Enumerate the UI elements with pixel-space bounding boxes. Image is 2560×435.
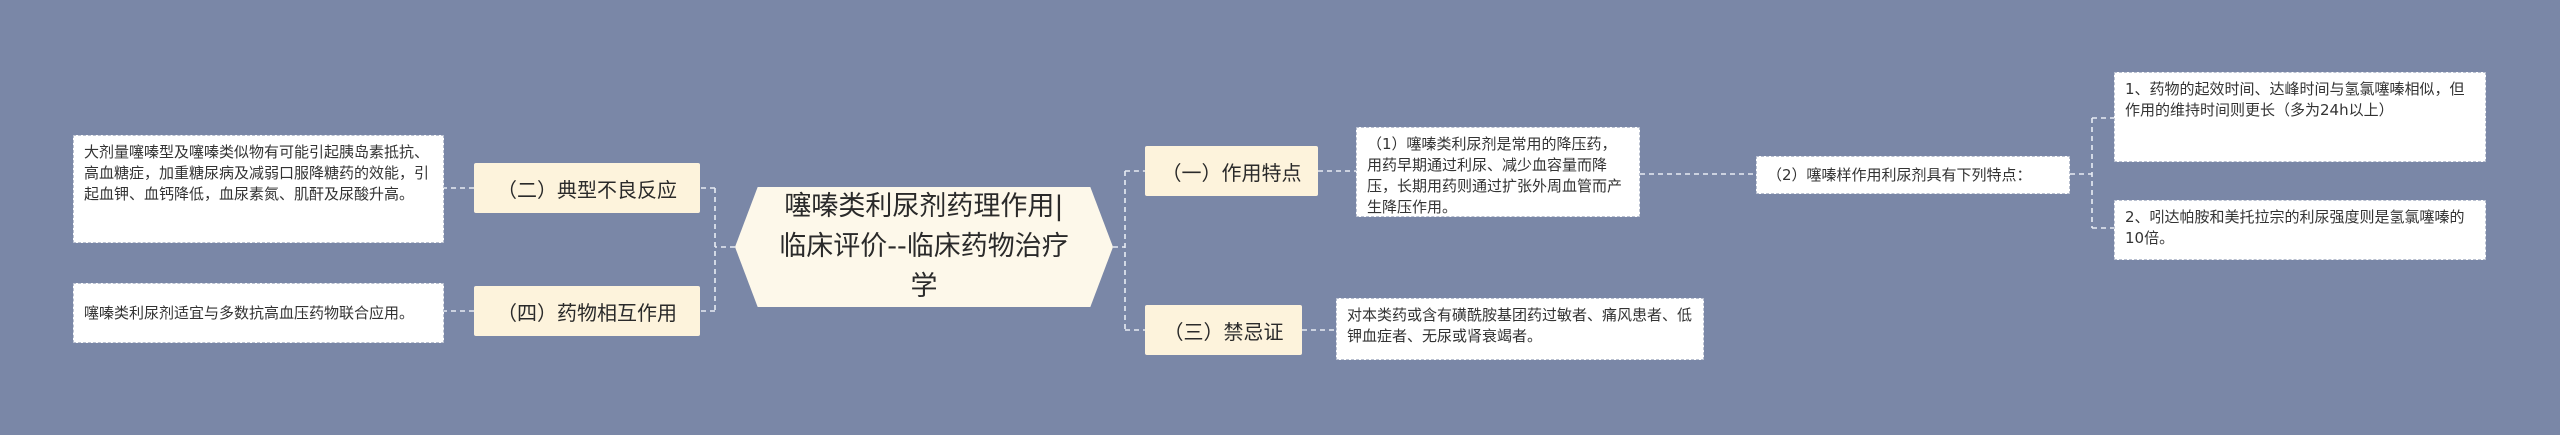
branch-adverse-reactions-label: （二）典型不良反应 (497, 177, 677, 202)
leaf-adverse-reactions[interactable]: 大剂量噻嗪型及噻嗪类似物有可能引起胰岛素抵抗、高血糖症，加重糖尿病及减弱口服降糖… (73, 135, 444, 243)
central-topic[interactable]: 噻嗪类利尿剂药理作用|临床评价--临床药物治疗学 (735, 187, 1113, 307)
branch-contraindications[interactable]: （三）禁忌证 (1145, 305, 1302, 355)
leaf-contraindications-text: 对本类药或含有磺酰胺基团药过敏者、痛风患者、低钾血症者、无尿或肾衰竭者。 (1347, 306, 1693, 345)
connector-sub-items (2070, 117, 2114, 229)
leaf-features-item-1[interactable]: 1、药物的起效时间、达峰时间与氢氯噻嗪相似，但作用的维持时间则更长（多为24h以… (2114, 72, 2486, 162)
connector-center-left (700, 187, 735, 312)
branch-adverse-reactions[interactable]: （二）典型不良反应 (474, 163, 700, 213)
leaf-drug-interactions[interactable]: 噻嗪类利尿剂适宜与多数抗高血压药物联合应用。 (73, 283, 444, 343)
leaf-features-sub[interactable]: （2）噻嗪样作用利尿剂具有下列特点： (1756, 156, 2070, 194)
leaf-features[interactable]: （1）噻嗪类利尿剂是常用的降压药，用药早期通过利尿、减少血容量而降压，长期用药则… (1356, 127, 1640, 217)
leaf-adverse-reactions-text: 大剂量噻嗪型及噻嗪类似物有可能引起胰岛素抵抗、高血糖症，加重糖尿病及减弱口服降糖… (84, 143, 430, 203)
connector-center-right (1113, 170, 1145, 331)
leaf-features-sub-text: （2）噻嗪样作用利尿剂具有下列特点： (1767, 165, 2032, 184)
leaf-features-item-1-text: 1、药物的起效时间、达峰时间与氢氯噻嗪相似，但作用的维持时间则更长（多为24h以… (2125, 80, 2465, 119)
leaf-features-item-2[interactable]: 2、吲达帕胺和美托拉宗的利尿强度则是氢氯噻嗪的10倍。 (2114, 200, 2486, 260)
leaf-drug-interactions-text: 噻嗪类利尿剂适宜与多数抗高血压药物联合应用。 (84, 303, 415, 322)
leaf-features-item-2-text: 2、吲达帕胺和美托拉宗的利尿强度则是氢氯噻嗪的10倍。 (2125, 208, 2465, 247)
branch-features[interactable]: （一）作用特点 (1145, 146, 1318, 196)
branch-features-label: （一）作用特点 (1161, 160, 1302, 185)
central-topic-label: 噻嗪类利尿剂药理作用|临床评价--临床药物治疗学 (779, 191, 1069, 302)
branch-drug-interactions[interactable]: （四）药物相互作用 (474, 286, 700, 336)
branch-contraindications-label: （三）禁忌证 (1163, 319, 1284, 344)
leaf-features-text: （1）噻嗪类利尿剂是常用的降压药，用药早期通过利尿、减少血容量而降压，长期用药则… (1367, 135, 1623, 216)
branch-drug-interactions-label: （四）药物相互作用 (497, 300, 677, 325)
leaf-contraindications[interactable]: 对本类药或含有磺酰胺基团药过敏者、痛风患者、低钾血症者、无尿或肾衰竭者。 (1336, 298, 1704, 360)
